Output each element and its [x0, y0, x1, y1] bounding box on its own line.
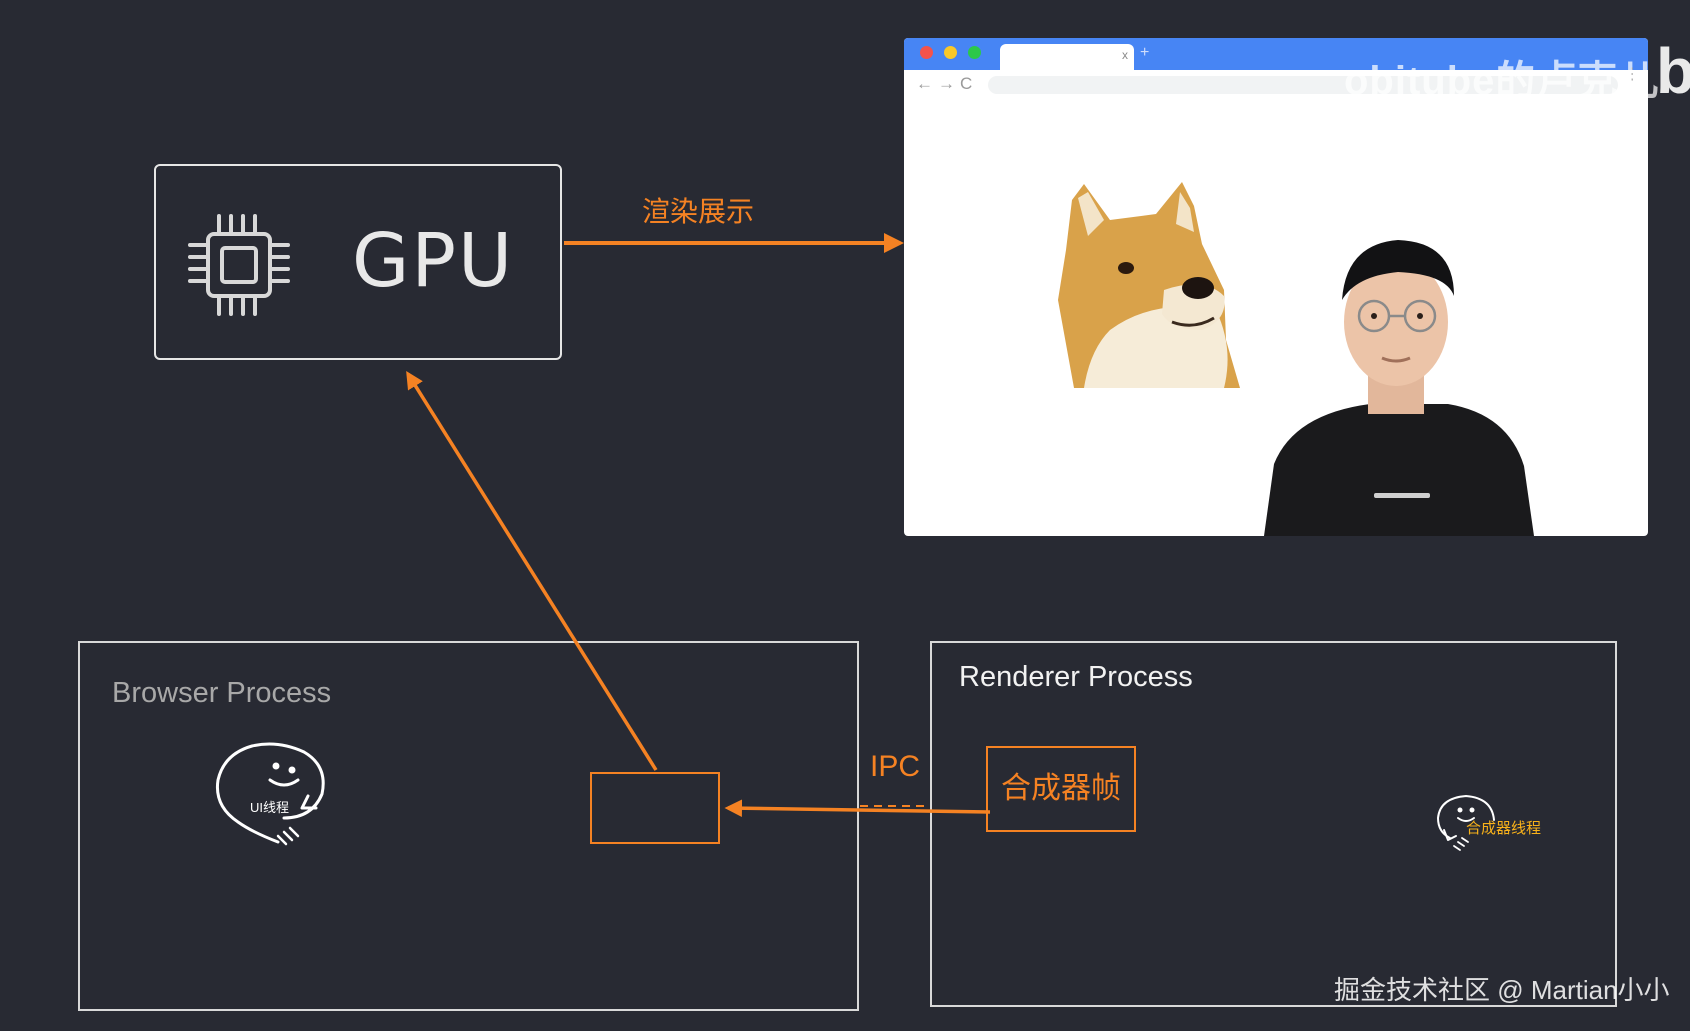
address-bar: [988, 76, 1618, 94]
compositor-thread-doodle-icon: [1436, 794, 1495, 851]
ipc-arrow: [724, 799, 991, 817]
compositor-frame-box: 合成器帧: [986, 746, 1136, 832]
compositor-thread-label: 合成器线程: [1466, 820, 1542, 837]
video-logo-mark: b: [1656, 35, 1690, 107]
browser-tab: x: [1000, 44, 1134, 70]
gpu-box: GPU: [154, 164, 562, 360]
channel-watermark: objtube的卢克儿: [1344, 59, 1660, 103]
ui-thread-label: UI线程: [250, 800, 290, 815]
renderer-process-title: Renderer Process: [959, 661, 1193, 693]
navigation-icons: ←→C: [916, 74, 978, 93]
presenter-image: [1264, 240, 1534, 536]
renderer-process-box: Renderer Process: [930, 641, 1617, 1007]
footer-watermark: 掘金技术社区 @ Martian小小: [1334, 975, 1670, 1005]
new-tab-icon: +: [1140, 44, 1150, 61]
close-dot-icon: [920, 46, 933, 59]
received-frame-box: [590, 772, 720, 844]
browser-process-title: Browser Process: [112, 677, 332, 709]
cpu-chip-icon: [188, 214, 290, 316]
tab-close-icon: x: [1122, 48, 1128, 62]
browser-titlebar: x +: [904, 38, 1648, 70]
browser-toolbar: ←→C ⋮: [904, 67, 1648, 100]
frame-to-gpu-arrow: [406, 371, 658, 771]
doge-image: [1058, 182, 1240, 388]
browser-window-mockup: x + ←→C ⋮: [904, 38, 1648, 536]
maximize-dot-icon: [968, 46, 981, 59]
gpu-label: GPU: [352, 218, 515, 304]
browser-process-box: Browser Process: [78, 641, 859, 1011]
render-display-label: 渲染展示: [642, 196, 755, 227]
ui-thread-doodle-icon: [215, 742, 325, 846]
minimize-dot-icon: [944, 46, 957, 59]
ipc-label: IPC: [870, 750, 921, 783]
